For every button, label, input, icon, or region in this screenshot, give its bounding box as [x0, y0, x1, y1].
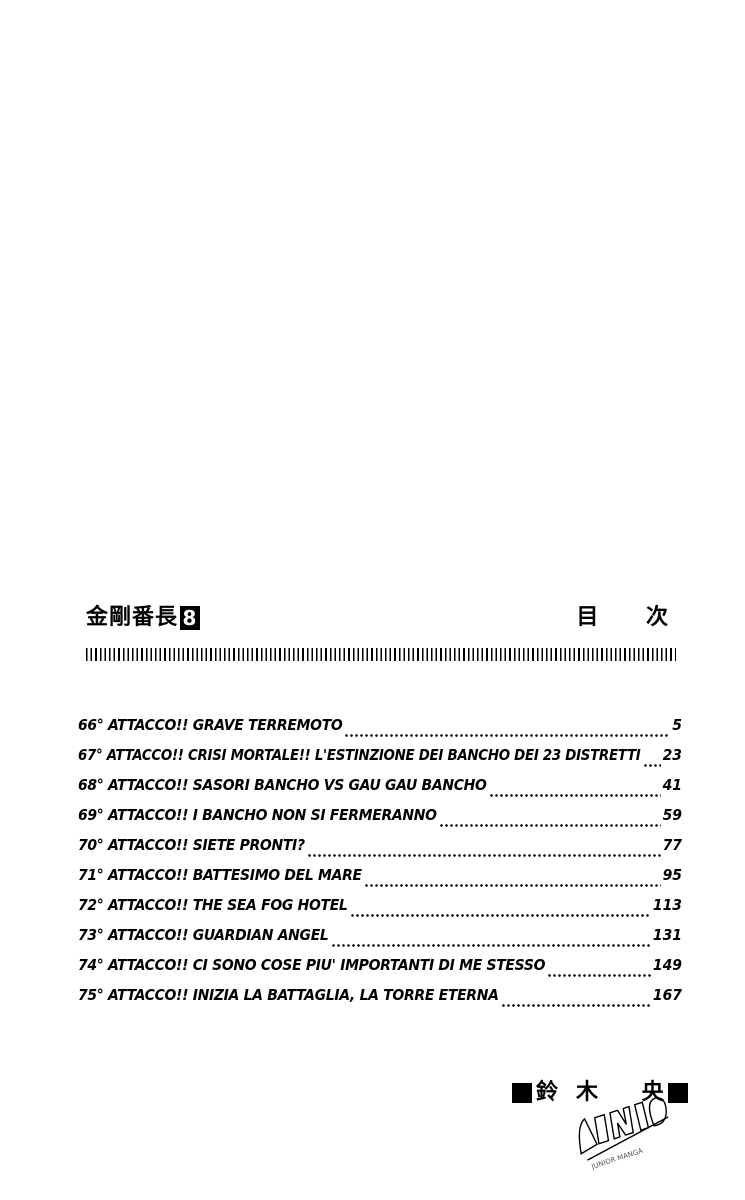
series-title: 金剛番長 8 [86, 603, 201, 633]
toc-entry-page: 113 [652, 896, 682, 914]
toc-entry-title: 74° ATTACCO!! CI SONO COSE PIU' IMPORTAN… [78, 956, 546, 974]
toc-entry: 69° ATTACCO!! I BANCHO NON SI FERMERANNO… [78, 800, 682, 830]
toc-entry-page: 149 [652, 956, 682, 974]
square-ornament-right [667, 1083, 688, 1103]
dot-leader [306, 838, 661, 860]
dot-leader [547, 958, 651, 980]
dot-leader [344, 718, 671, 740]
toc-entry-page: 59 [662, 806, 682, 824]
dot-leader [349, 898, 651, 920]
toc-entry-page: 23 [662, 746, 682, 764]
toc-entry-page: 5 [672, 716, 682, 734]
toc-entry-title: 68° ATTACCO!! SASORI BANCHO VS GAU GAU B… [78, 776, 487, 794]
toc-entry-page: 167 [652, 986, 682, 1004]
toc-entry-page: 77 [662, 836, 682, 854]
table-of-contents-label: 目 次 [576, 605, 688, 630]
dot-leader [438, 808, 661, 830]
scanlation-watermark-logo: JUNIOR MANGA [578, 1097, 669, 1171]
author-credit: 鈴木 央 [512, 1078, 688, 1108]
toc-entry-title: 75° ATTACCO!! INIZIA LA BATTAGLIA, LA TO… [78, 986, 499, 1004]
toc-header: 金剛番長 8 目 次 [86, 603, 668, 637]
toc-entry-title: 67° ATTACCO!! CRISI MORTALE!! L'ESTINZIO… [78, 746, 641, 764]
toc-entry: 73° ATTACCO!! GUARDIAN ANGEL 131 [78, 920, 682, 950]
toc-entry-page: 95 [662, 866, 682, 884]
dot-leader [642, 748, 661, 770]
table-of-contents: 66° ATTACCO!! GRAVE TERREMOTO 5 67° ATTA… [78, 710, 682, 1010]
dot-leader [488, 778, 661, 800]
square-ornament-left [512, 1083, 532, 1103]
toc-entry: 75° ATTACCO!! INIZIA LA BATTAGLIA, LA TO… [78, 980, 682, 1010]
dot-leader [363, 868, 661, 890]
toc-entry-title: 72° ATTACCO!! THE SEA FOG HOTEL [78, 896, 348, 914]
series-title-text: 金剛番長 [86, 605, 179, 630]
toc-entry: 71° ATTACCO!! BATTESIMO DEL MARE 95 [78, 860, 682, 890]
toc-entry: 70° ATTACCO!! SIETE PRONTI? 77 [78, 830, 682, 860]
toc-entry: 68° ATTACCO!! SASORI BANCHO VS GAU GAU B… [78, 770, 682, 800]
toc-entry: 66° ATTACCO!! GRAVE TERREMOTO 5 [78, 710, 682, 740]
toc-entry: 74° ATTACCO!! CI SONO COSE PIU' IMPORTAN… [78, 950, 682, 980]
dot-leader [500, 988, 651, 1010]
author-name: 鈴木 央 [536, 1080, 682, 1105]
tick-divider [86, 648, 676, 661]
toc-entry-title: 70° ATTACCO!! SIETE PRONTI? [78, 836, 305, 854]
toc-entry-page: 41 [662, 776, 682, 794]
volume-number-badge: 8 [180, 606, 201, 630]
toc-entry-title: 66° ATTACCO!! GRAVE TERREMOTO [78, 716, 343, 734]
dot-leader [330, 928, 651, 950]
toc-entry-title: 73° ATTACCO!! GUARDIAN ANGEL [78, 926, 329, 944]
toc-entry-title: 71° ATTACCO!! BATTESIMO DEL MARE [78, 866, 362, 884]
toc-entry-title: 69° ATTACCO!! I BANCHO NON SI FERMERANNO [78, 806, 437, 824]
toc-entry: 67° ATTACCO!! CRISI MORTALE!! L'ESTINZIO… [78, 740, 682, 770]
watermark-label: JUNIOR MANGA [590, 1147, 644, 1171]
toc-entry: 72° ATTACCO!! THE SEA FOG HOTEL 113 [78, 890, 682, 920]
toc-entry-page: 131 [652, 926, 682, 944]
